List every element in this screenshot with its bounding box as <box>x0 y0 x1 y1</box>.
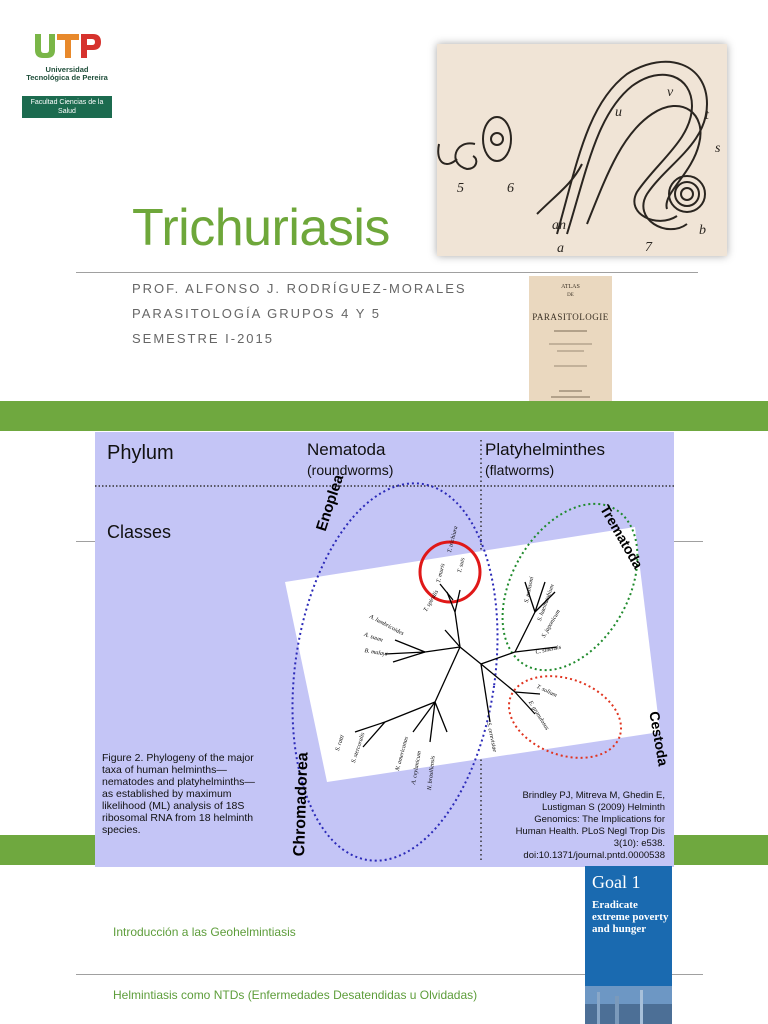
green-band-top <box>0 401 768 431</box>
subtitle-course: PARASITOLOGÍA GRUPOS 4 Y 5 <box>132 306 382 321</box>
goal-photo <box>585 986 672 1024</box>
mdg-goal-card: Goal 1 Eradicate extreme poverty and hun… <box>585 866 672 986</box>
phylogeny-figure: Phylum Nematoda (roundworms) Platyhelmin… <box>95 432 674 867</box>
svg-text:s: s <box>715 141 721 156</box>
faculty-band: Facultad Ciencias de la Salud <box>22 96 112 118</box>
svg-text:an: an <box>552 218 566 233</box>
figure-citation: Brindley PJ, Mitreva M, Ghedin E, Lustig… <box>515 790 665 861</box>
trichuris-highlight-circle <box>418 540 482 604</box>
svg-text:6: 6 <box>507 181 514 196</box>
atlas-book-cover: ATLAS DE PARASITOLOGIE <box>529 276 612 404</box>
university-name: Universidad Tecnológica de Pereira <box>26 65 108 82</box>
whipworm-illustration: 5 6 an a 7 b u t s v <box>437 44 727 256</box>
goal-number: Goal 1 <box>592 872 641 892</box>
subtitle-author: PROF. ALFONSO J. RODRÍGUEZ-MORALES <box>132 281 467 296</box>
divider-left <box>76 541 96 542</box>
svg-text:u: u <box>615 105 622 120</box>
classes-label: Classes <box>107 522 172 542</box>
chromadorea-label: Chromadorea <box>291 752 312 857</box>
utp-logo-mark <box>35 34 101 58</box>
svg-text:t: t <box>705 108 710 123</box>
footer-helmintiasis-link[interactable]: Helmintiasis como NTDs (Enfermedades Des… <box>113 988 478 1002</box>
atlas-de-text: DE <box>567 293 574 298</box>
atlas-decoration <box>549 330 592 403</box>
phylogeny-svg <box>95 440 674 862</box>
page-title: Trichuriasis <box>132 199 390 257</box>
footer-divider <box>76 974 703 975</box>
phylum-label: Phylum <box>107 442 174 464</box>
goal-text: Eradicate extreme poverty and hunger <box>592 899 669 935</box>
svg-text:a: a <box>557 241 564 256</box>
atlas-top-text: ATLAS <box>561 284 580 290</box>
svg-text:5: 5 <box>457 181 464 196</box>
svg-text:v: v <box>667 85 674 100</box>
figure-caption: Figure 2. Phylogeny of the major taxa of… <box>102 752 255 836</box>
tree-panel <box>285 527 660 782</box>
atlas-title-text: PARASITOLOGIE <box>532 312 609 322</box>
title-divider <box>76 272 698 273</box>
footer-intro-link[interactable]: Introducción a las Geohelmintiasis <box>113 925 296 939</box>
svg-text:7: 7 <box>645 240 653 255</box>
nematoda-label: Nematoda <box>307 440 386 459</box>
svg-text:b: b <box>699 223 706 238</box>
subtitle-semester: SEMESTRE I-2015 <box>132 331 274 346</box>
divider-right <box>673 541 703 542</box>
platyhelminthes-label: Platyhelminthes <box>485 440 606 459</box>
platyhelminthes-sublabel: (flatworms) <box>485 462 555 478</box>
nematoda-sublabel: (roundworms) <box>307 462 394 478</box>
